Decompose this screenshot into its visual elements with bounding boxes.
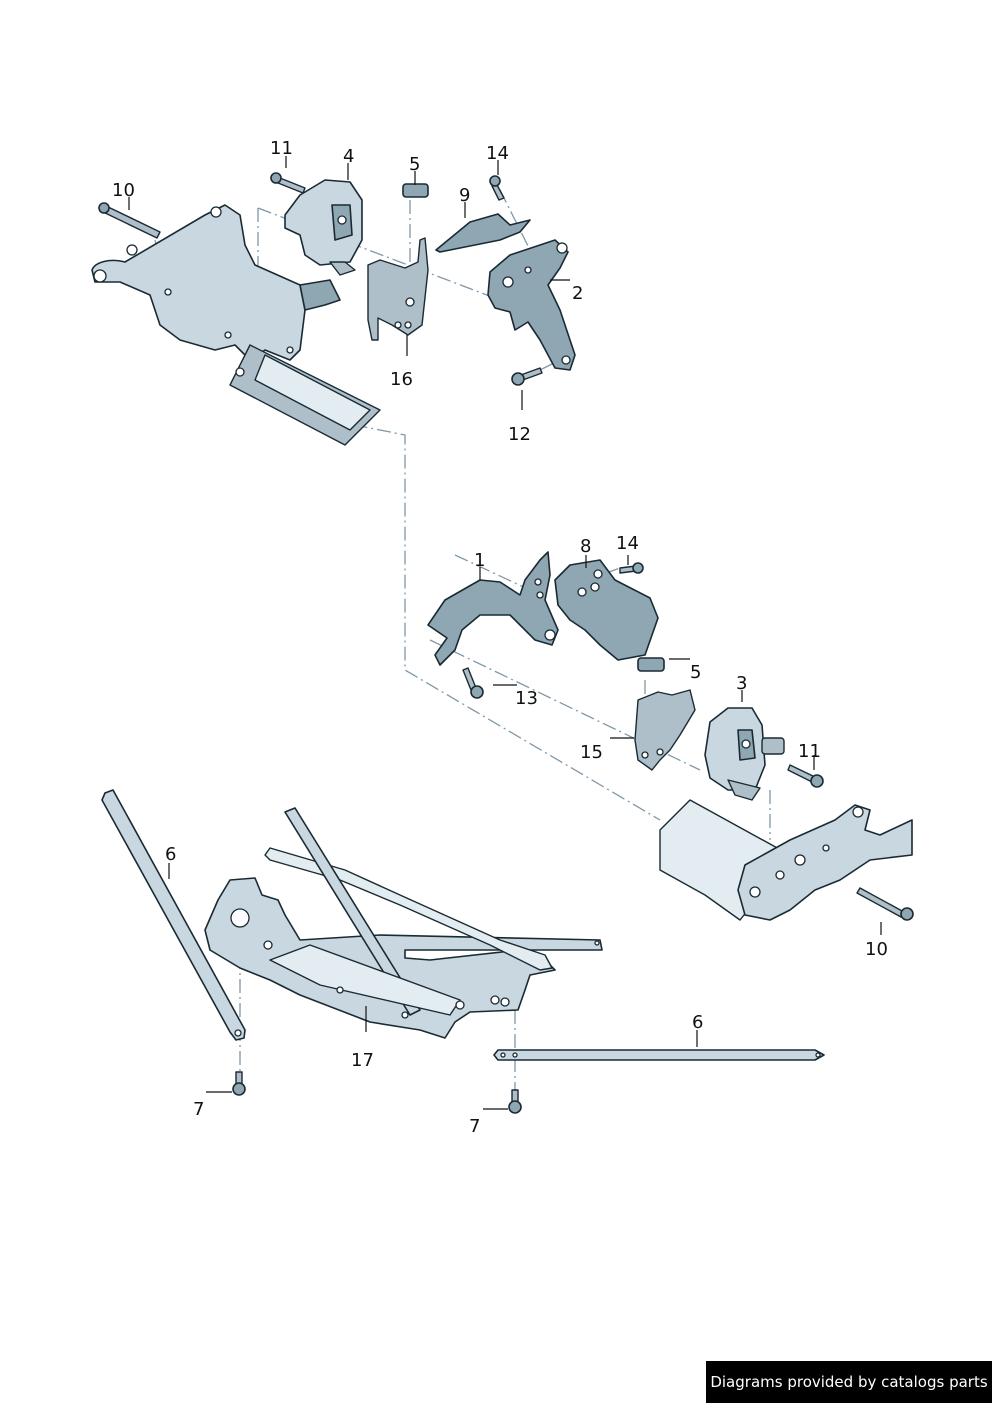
callout-2: 2 xyxy=(572,283,583,304)
bolt-14-middle xyxy=(619,562,644,574)
heat-shield-9 xyxy=(435,213,531,253)
callout-17: 17 xyxy=(351,1050,374,1071)
strut-6-left xyxy=(101,789,246,1041)
bolt-10-middle xyxy=(856,887,914,921)
engine-mount-4 xyxy=(284,179,363,276)
bolt-13 xyxy=(462,667,484,699)
callout-10-top: 10 xyxy=(112,180,135,201)
bump-stop-5-top xyxy=(402,183,429,198)
callout-11-middle: 11 xyxy=(798,741,821,762)
callout-5-middle: 5 xyxy=(690,662,701,683)
callout-14-middle: 14 xyxy=(616,533,639,554)
bracket-15 xyxy=(634,689,696,771)
callout-7-left: 7 xyxy=(193,1099,204,1120)
bolt-10-top xyxy=(98,202,161,239)
callout-3: 3 xyxy=(736,673,747,694)
callout-15: 15 xyxy=(580,742,603,763)
subframe-left xyxy=(91,204,381,446)
engine-mount-3 xyxy=(704,707,785,801)
heat-shield-8 xyxy=(554,559,659,661)
bolt-11-top xyxy=(270,172,306,194)
callout-16: 16 xyxy=(390,369,413,390)
subframe-right xyxy=(659,799,913,921)
callout-13: 13 xyxy=(515,688,538,709)
callout-10-middle: 10 xyxy=(865,939,888,960)
bolt-7-right xyxy=(508,1089,522,1114)
callout-12: 12 xyxy=(508,424,531,445)
cross-brace-17 xyxy=(204,807,603,1039)
callout-9: 9 xyxy=(459,185,470,206)
bolt-7-left xyxy=(232,1071,246,1096)
callout-7-right: 7 xyxy=(469,1116,480,1137)
bracket-16 xyxy=(367,237,429,341)
bracket-2 xyxy=(487,239,576,371)
bolt-14-top xyxy=(489,175,505,201)
credit-banner: Diagrams provided by catalogs parts xyxy=(706,1361,992,1403)
callout-4: 4 xyxy=(343,146,354,167)
strut-6-right xyxy=(493,1049,825,1061)
bump-stop-5-middle xyxy=(637,657,665,672)
callout-14-top: 14 xyxy=(486,143,509,164)
bolt-11-middle xyxy=(787,764,824,788)
callout-5-top: 5 xyxy=(409,154,420,175)
callout-6-left: 6 xyxy=(165,844,176,865)
callout-11-top: 11 xyxy=(270,138,293,159)
bolt-12 xyxy=(511,367,543,386)
callout-6-right: 6 xyxy=(692,1012,703,1033)
callout-1: 1 xyxy=(474,550,485,571)
callout-8: 8 xyxy=(580,536,591,557)
credit-text: Diagrams provided by catalogs parts xyxy=(710,1373,988,1391)
bracket-1 xyxy=(427,551,559,666)
callout-leaders xyxy=(128,156,882,1110)
